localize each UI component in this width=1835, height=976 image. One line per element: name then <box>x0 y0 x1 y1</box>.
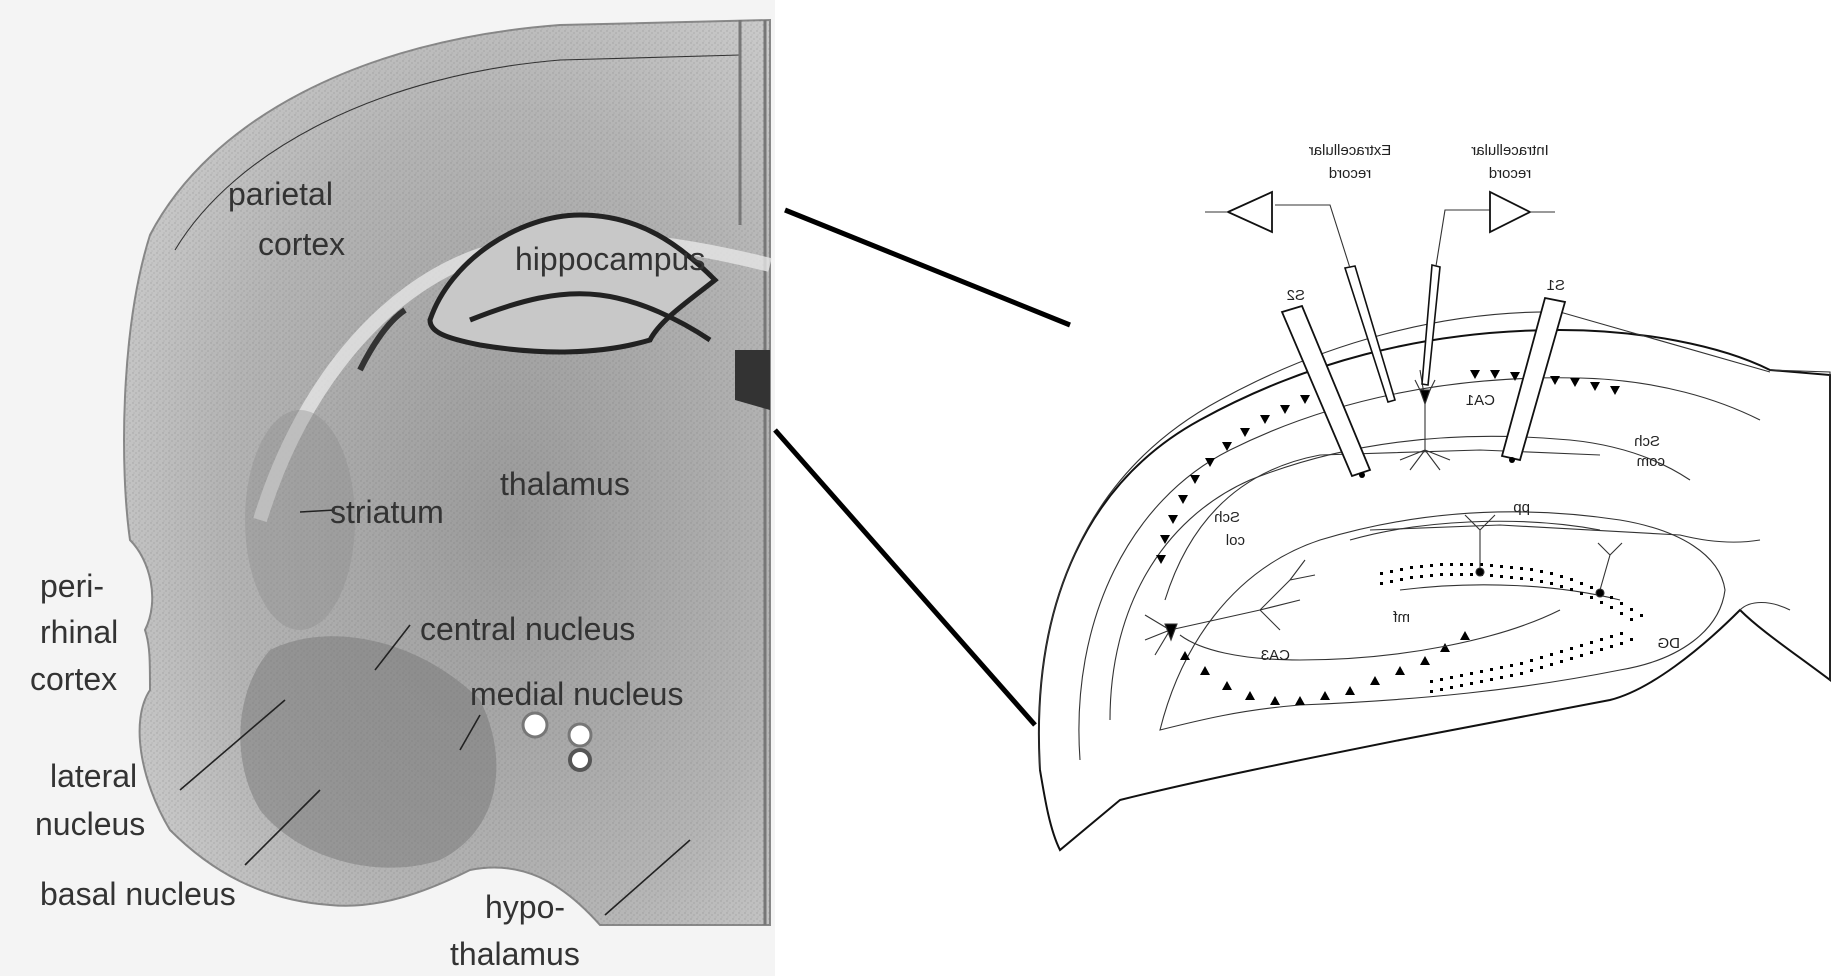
hippocampal-slice: Extracellular record Intracellular recor… <box>1039 142 1830 850</box>
label-extracellular: Extracellular <box>1309 142 1392 159</box>
connector-top <box>785 210 1070 325</box>
label-mf: mf <box>1393 609 1410 626</box>
label-striatum: striatum <box>330 494 444 530</box>
vessel-2 <box>569 724 591 746</box>
connector-bottom <box>775 430 1035 725</box>
label-intracellular-record: record <box>1489 165 1532 182</box>
label-thalamus: thalamus <box>500 466 630 502</box>
label-dg: DG <box>1658 635 1681 652</box>
label-central-nucleus: central nucleus <box>420 611 635 647</box>
label-parietal: parietal <box>228 176 333 212</box>
label-com: com <box>1637 453 1665 470</box>
label-hypo: hypo- <box>485 889 565 925</box>
amplifier-intracellular <box>1490 192 1555 232</box>
slice-outline <box>1039 330 1830 850</box>
label-sch-2: Sch <box>1214 509 1240 526</box>
label-lateral-nucleus: nucleus <box>35 806 145 842</box>
label-cortex: cortex <box>258 226 345 262</box>
vessel-3 <box>570 750 590 770</box>
dark-fibers <box>735 350 770 410</box>
label-rhinal: rhinal <box>40 614 118 650</box>
label-hippocampus: hippocampus <box>515 241 705 277</box>
amplifier-extracellular <box>1205 192 1272 232</box>
label-ca3: CA3 <box>1261 647 1290 664</box>
brain-section: parietal cortex hippocampus thalamus str… <box>0 0 775 976</box>
label-intracellular: Intracellular <box>1471 142 1549 159</box>
label-ca1: CA1 <box>1466 392 1495 409</box>
label-perirhinal-cortex: cortex <box>30 661 117 697</box>
label-sch-1: Sch <box>1634 433 1660 450</box>
label-col: col <box>1226 532 1245 549</box>
label-peri: peri- <box>40 568 104 604</box>
label-extracellular-record: record <box>1329 165 1372 182</box>
label-hypothalamus: thalamus <box>450 936 580 972</box>
vessel-1 <box>523 713 547 737</box>
label-medial-nucleus: medial nucleus <box>470 676 683 712</box>
label-s2: S2 <box>1287 287 1305 304</box>
label-pp: pp <box>1513 499 1530 516</box>
label-s1: S1 <box>1547 277 1565 294</box>
label-lateral: lateral <box>50 758 137 794</box>
label-basal-nucleus: basal nucleus <box>40 876 236 912</box>
